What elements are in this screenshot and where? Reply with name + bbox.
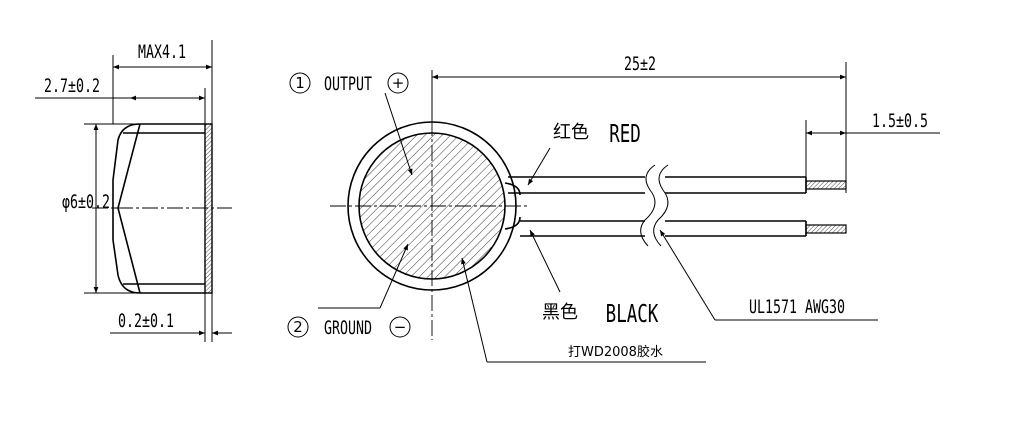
ground-label: GROUND [324,317,372,339]
black-en-label: BLACK [606,300,659,329]
black-cn-label: 黑色 [542,302,578,323]
side-plate [204,123,213,294]
diameter-label: φ6±0.2 [62,191,110,213]
strip-length-label: 1.5±0.5 [872,110,928,132]
side-body-outline [112,123,205,294]
break-line [640,164,656,247]
max-width-label: MAX4.1 [138,41,186,63]
svg-text:1: 1 [295,74,305,92]
wire-spec-callout: UL1571 AWG30 [659,229,878,321]
body-thickness-label: 2.7±0.2 [44,75,100,97]
red-callout: 红色 RED [527,120,641,186]
minus-symbol: − [394,318,407,336]
wire-spec-label: UL1571 AWG30 [749,296,845,318]
red-cn-label: 红色 [553,122,589,143]
front-view: 25±2 1.5±0.5 1 OUTPUT + 2 GROUND − 红色 [287,53,940,363]
output-label: OUTPUT [324,73,372,95]
red-wire [508,176,847,194]
glue-callout: 打WD2008胶水 [461,257,706,363]
side-view: MAX4.1 2.7±0.2 φ6±0.2 0.2±0.1 [35,40,232,342]
ground-callout: 2 GROUND − [287,243,411,339]
output-callout: 1 OUTPUT + [289,72,413,176]
red-en-label: RED [609,120,641,149]
plate-thickness-label: 0.2±0.1 [118,310,174,332]
length-label: 25±2 [624,53,656,75]
black-callout: 黑色 BLACK [529,229,659,329]
svg-text:2: 2 [293,318,303,336]
plus-symbol: + [392,74,405,92]
black-wire [520,220,847,237]
glue-note-label: 打WD2008胶水 [568,344,663,360]
